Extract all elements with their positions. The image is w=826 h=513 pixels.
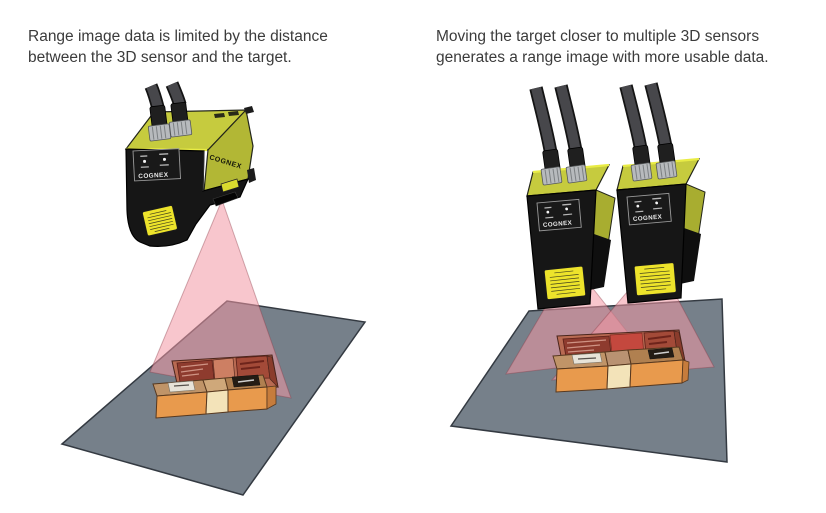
cable <box>646 82 671 149</box>
indicator-panel: COGNEX <box>626 192 672 226</box>
nut-ribs <box>151 125 167 140</box>
led-caption <box>653 207 663 210</box>
warning-label <box>633 262 677 297</box>
nose-label <box>220 178 240 193</box>
front-right-box-face <box>227 386 268 413</box>
sensor-side-wedge-dark <box>680 228 701 284</box>
led-caption <box>634 200 642 203</box>
warning-label <box>543 265 587 301</box>
nut-ribs <box>659 162 675 178</box>
caption-multi-sensor: Moving the target closer to multiple 3D … <box>436 28 769 66</box>
led-caption <box>140 166 149 168</box>
single-sensor-illustration: COGNEX <box>60 81 367 496</box>
led-caption <box>563 213 573 216</box>
led-dot <box>565 207 569 211</box>
sensor-3d-right: COGNEX <box>616 82 706 304</box>
led-caption <box>652 197 662 200</box>
warning-label-text-lines <box>639 267 671 291</box>
cable-connector <box>644 82 678 180</box>
label-marks <box>653 351 670 355</box>
connector-nut <box>168 119 193 138</box>
connector-nut <box>540 166 563 186</box>
warning-label-text-lines <box>549 270 581 295</box>
led-caption <box>159 164 169 166</box>
label-marks <box>647 335 672 345</box>
laser-aperture <box>212 191 239 207</box>
front-left-box-face <box>555 365 609 393</box>
target-boxes <box>152 354 279 419</box>
connector-nut <box>655 160 678 180</box>
led-dot <box>655 201 659 205</box>
sensor-panel-logo: COGNEX <box>633 213 663 223</box>
top-port-slot <box>214 113 225 118</box>
back-row-label-left <box>176 359 215 383</box>
right-side-face <box>681 359 690 384</box>
cable-connector <box>144 83 172 142</box>
led-caption <box>140 155 148 158</box>
led-caption <box>635 210 644 213</box>
led-caption <box>544 206 552 209</box>
cable-connector <box>529 86 563 186</box>
led-caption <box>545 216 554 219</box>
front-mid-box-top <box>604 349 632 367</box>
cable <box>556 84 581 153</box>
front-left-box-face <box>155 391 208 419</box>
label-marks <box>180 363 209 377</box>
rear-bracket <box>244 106 254 114</box>
led-dot <box>546 210 550 214</box>
cable <box>621 84 646 151</box>
cable-connector <box>619 84 653 182</box>
led-dot <box>636 204 640 208</box>
label-marks <box>577 357 597 360</box>
connector-nut <box>630 162 653 182</box>
label-marks <box>239 360 265 370</box>
target-boxes <box>552 329 690 393</box>
cable <box>146 84 163 110</box>
cable-connector <box>554 84 588 184</box>
front-mid-box-face <box>205 389 229 415</box>
cable <box>531 86 556 155</box>
shipping-label-white <box>167 380 196 393</box>
sensor-side-wedge-dark <box>590 234 611 290</box>
nut-ribs <box>544 168 560 184</box>
nut-ribs <box>172 121 188 136</box>
warning-label-text-lines <box>147 210 174 232</box>
led-dot <box>162 157 166 161</box>
sensor-side-face <box>203 108 254 192</box>
label-marks <box>566 339 607 353</box>
nut-ribs <box>569 166 585 182</box>
front-right-box-face <box>629 359 684 388</box>
connector-nut <box>565 164 588 184</box>
caption-single-sensor: Range image data is limited by the dista… <box>28 28 328 66</box>
indicator-panel: COGNEX <box>536 198 582 232</box>
sensor-panel-logo: COGNEX <box>543 219 573 229</box>
right-side-face <box>266 385 277 410</box>
rear-bracket <box>247 168 256 183</box>
warning-label <box>141 204 178 237</box>
led-dot <box>143 159 147 163</box>
back-row-end-cap <box>266 355 279 389</box>
sensor-panel-logo: COGNEX <box>138 172 169 181</box>
connector-nut <box>147 123 172 142</box>
cable-connector <box>165 81 193 138</box>
label-marks <box>237 379 255 383</box>
led-caption <box>159 153 169 156</box>
body-crease <box>202 150 205 192</box>
sensor-3d: COGNEX <box>124 81 256 247</box>
indicator-panel: COGNEX <box>132 148 181 182</box>
label-marks <box>173 384 190 387</box>
sensor-3d-left: COGNEX <box>526 84 616 310</box>
top-port-slot <box>228 111 239 116</box>
multi-sensor-illustration: COGNEX <box>449 82 728 463</box>
led-caption <box>562 203 572 206</box>
front-mid-box-face <box>606 363 632 390</box>
nut-ribs <box>634 164 650 180</box>
